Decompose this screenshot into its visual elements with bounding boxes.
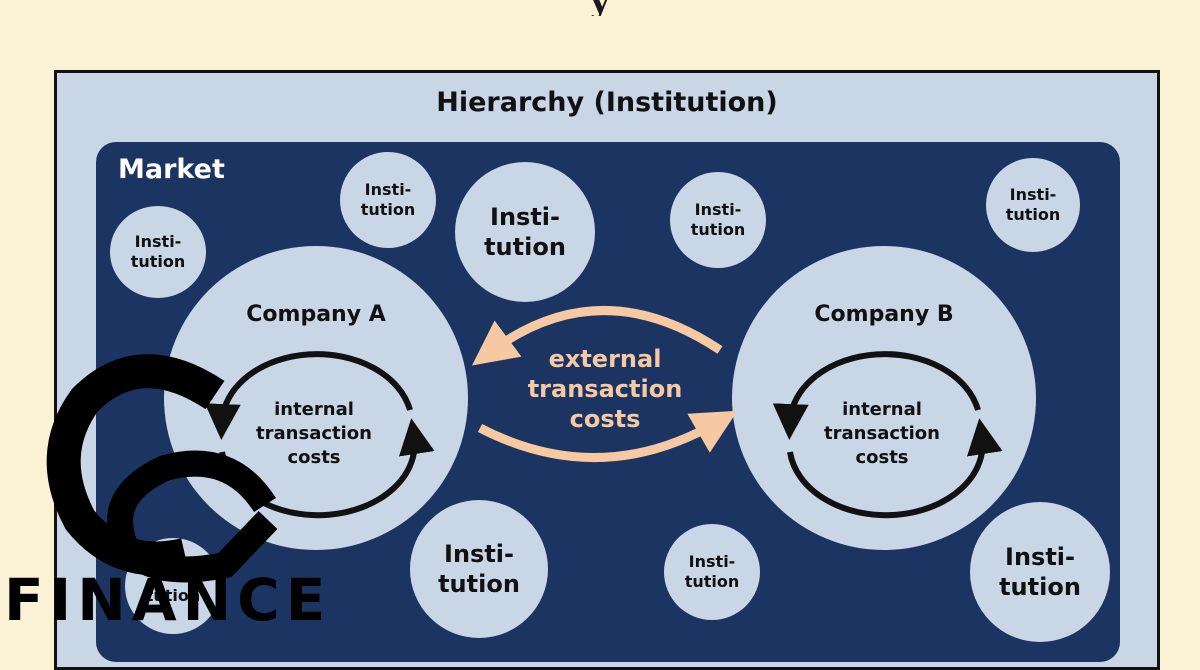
- external-transaction-costs-label: external transaction costs: [527, 345, 683, 433]
- top-title-fragment: y: [0, 0, 1200, 16]
- hierarchy-title: Hierarchy (Institution): [436, 87, 778, 118]
- company-b-circle: [732, 246, 1036, 550]
- company-b-internal-label: internal transaction costs: [824, 399, 940, 468]
- institution-circle: Insti- tution: [110, 206, 206, 298]
- institution-circle: Insti- tution: [986, 158, 1080, 252]
- company-a-internal-arrow-top: [204, 351, 413, 440]
- market-title: Market: [118, 154, 225, 185]
- company-b-title: Company B: [814, 302, 954, 327]
- institution-circle: Insti- tution: [340, 152, 436, 248]
- external-arrow-bottom: [477, 410, 738, 463]
- company-b-internal-arrow-bottom: [787, 418, 1003, 519]
- swirl-c-logo-icon: [46, 354, 278, 583]
- arrows-layer: [46, 306, 1003, 583]
- company-a-circle: [164, 246, 468, 550]
- institution-circle: Insti- tution: [455, 162, 595, 302]
- company-a-title: Company A: [246, 302, 386, 327]
- institution-circle: Insti- tution: [410, 500, 548, 638]
- institution-circle: Insti- tution: [670, 172, 766, 268]
- institution-circle: Insti- tution: [664, 524, 760, 620]
- external-arrow-top: [471, 306, 723, 366]
- finance-logo-text: FINANCE: [4, 566, 332, 634]
- company-b-internal-arrow-top: [772, 351, 981, 440]
- institution-circle: Insti- tution: [970, 502, 1110, 642]
- company-a-internal-label: internal transaction costs: [256, 399, 372, 468]
